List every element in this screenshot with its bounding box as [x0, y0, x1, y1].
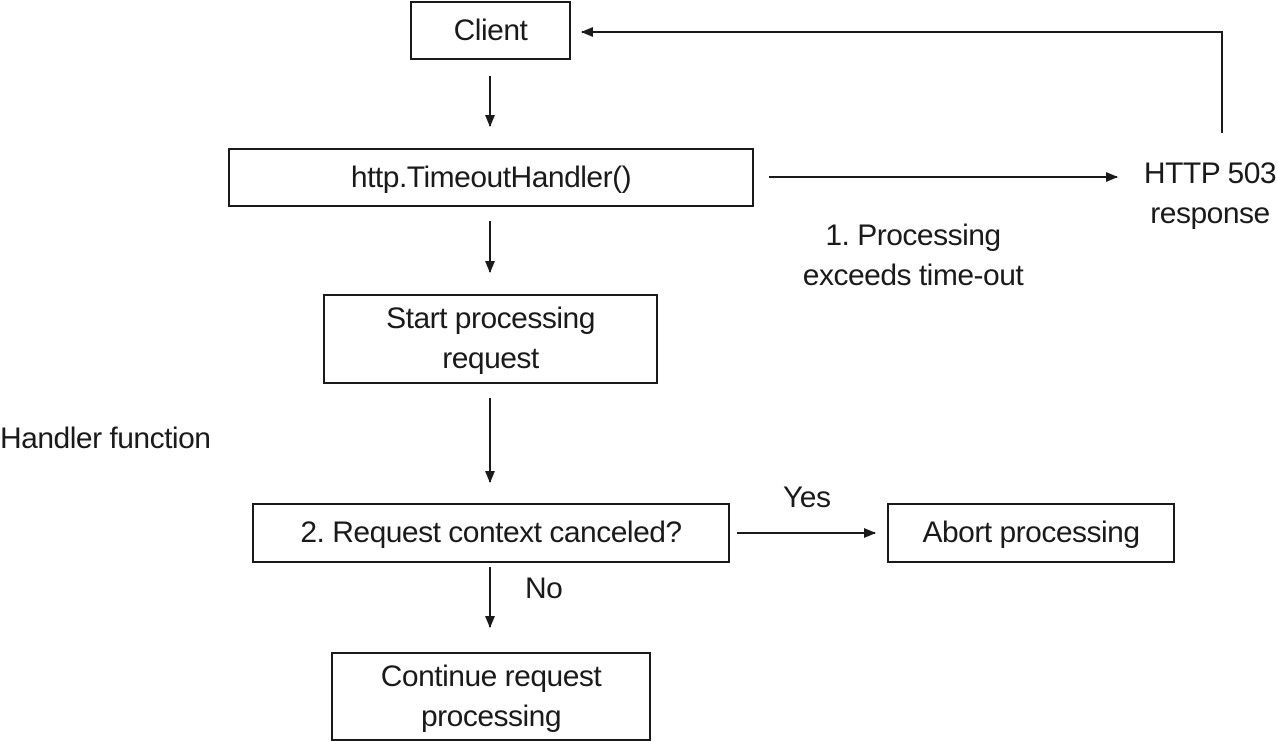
client-label: Client — [453, 13, 528, 47]
abort-processing-box: Abort processing — [887, 503, 1175, 563]
http-503-label: HTTP 503 response — [1143, 157, 1277, 230]
continue-processing-box: Continue request processing — [331, 652, 651, 741]
timeout-handler-box: http.TimeoutHandler() — [228, 148, 754, 207]
no-label: No — [525, 572, 563, 605]
abort-processing-label: Abort processing — [922, 516, 1140, 549]
context-check-box: 2. Request context canceled? — [252, 503, 730, 563]
start-processing-label: Start processing request — [386, 302, 595, 375]
start-processing-box: Start processing request — [323, 294, 658, 384]
arrow-503-to-client — [581, 27, 1223, 133]
client-box: Client — [410, 1, 571, 60]
continue-processing-label: Continue request processing — [380, 659, 602, 733]
handler-function-label: Handler function — [0, 422, 211, 455]
processing-exceeds-label: 1. Processing exceeds time-out — [802, 219, 1024, 292]
timeout-handler-label: http.TimeoutHandler() — [350, 160, 632, 194]
context-check-label: 2. Request context canceled? — [300, 516, 682, 549]
yes-label: Yes — [783, 481, 831, 514]
